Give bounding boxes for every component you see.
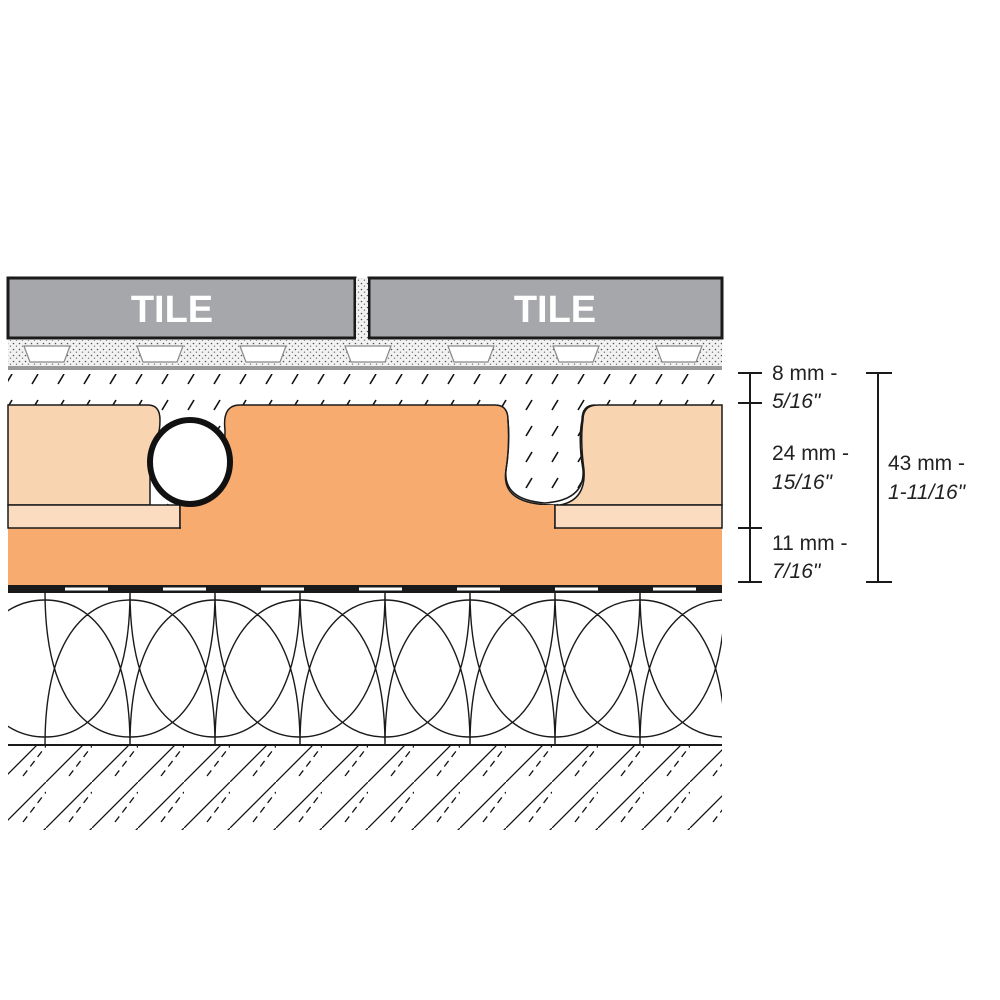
dim-total-inch: 1-11/16" [888,481,967,504]
insulation-layer [8,592,722,745]
tile-label-right: TILE [514,289,596,331]
heating-panel-layer [7,404,723,585]
dim-middle-inch: 15/16" [772,471,834,494]
dimension-lines [738,372,892,583]
membrane-cavities [23,345,703,363]
heating-pipe [147,417,233,507]
dim-middle-mm: 24 mm - [772,442,849,465]
tile-right [367,276,724,340]
grout-joint [356,278,368,340]
mortar-layer [8,340,722,370]
tile-left [6,276,357,340]
concrete-substrate [8,746,722,830]
dim-total-mm: 43 mm - [888,452,965,475]
dim-top-inch: 5/16" [772,390,822,413]
dim-bottom-mm: 11 mm - [772,532,847,555]
dim-bottom-inch: 7/16" [772,560,822,583]
dim-top-mm: 8 mm - [772,362,837,385]
bonding-fleece [8,585,722,593]
tile-layer: TILE TILE [6,276,724,340]
panel-base [8,528,722,585]
tile-label-left: TILE [131,289,213,331]
